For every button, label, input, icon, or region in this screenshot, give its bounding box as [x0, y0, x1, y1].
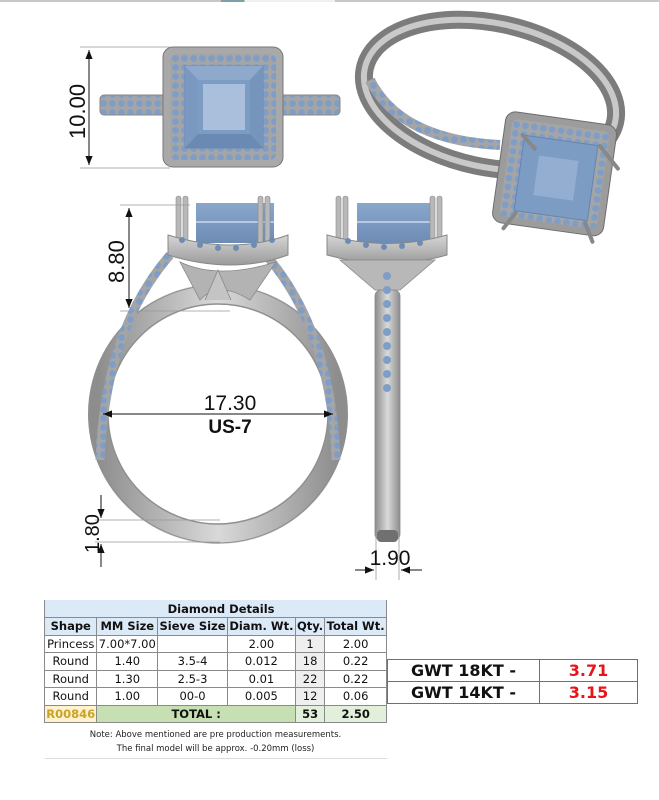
ring-size-label: US-7 [208, 417, 251, 438]
dimension-shank-width: 1.90 [355, 535, 422, 580]
table-row: Round 1.30 2.5-3 0.01 22 0.22 [43, 669, 387, 688]
cell-mm-size: 7.00*7.00 [96, 634, 159, 653]
gwt-row-18kt: GWT 18KT - 3.71 [387, 659, 638, 682]
dimension-inner-diameter: 17.30 US-7 [103, 392, 333, 438]
table-total-row: R00846 TOTAL : 53 2.50 [43, 704, 387, 723]
dim-1-90: 1.90 [370, 547, 411, 570]
cell-diam-wt: 0.012 [226, 652, 296, 671]
cell-diam-wt: 0.005 [226, 687, 296, 706]
header-qty: Qty. [294, 617, 326, 636]
table-row: Round 1.40 3.5-4 0.012 18 0.22 [43, 652, 387, 671]
dim-17-30: 17.30 [204, 392, 257, 415]
top-border-accent [221, 0, 244, 2]
cell-diam-wt: 0.01 [226, 669, 296, 688]
cell-total-wt: 0.22 [324, 669, 387, 688]
cell-total-wt: 0.22 [324, 652, 387, 671]
note-line-1: Note: Above mentioned are pre production… [89, 729, 342, 740]
gwt-18kt-label: GWT 18KT - [387, 659, 540, 682]
cell-qty: 22 [294, 669, 326, 688]
cell-shape: Round [43, 652, 98, 671]
header-sieve-size: Sieve Size [157, 617, 228, 636]
cell-total-wt: 0.06 [324, 687, 387, 706]
profile-view [326, 195, 448, 542]
cell-shape: Round [43, 669, 98, 688]
table-header-row: Shape MM Size Sieve Size Diam. Wt. Qty. … [43, 617, 387, 636]
cell-sieve-size: 00-0 [157, 687, 228, 706]
cell-qty: 18 [294, 652, 326, 671]
cell-sieve-size: 2.5-3 [157, 669, 228, 688]
total-label: TOTAL : [96, 704, 296, 723]
top-border-light [245, 0, 335, 2]
ring-technical-drawing: 10.00 [65, 10, 626, 580]
dim-8-80: 8.80 [104, 240, 129, 283]
dim-1-80: 1.80 [82, 514, 104, 553]
gwt-row-14kt: GWT 14KT - 3.15 [387, 681, 638, 704]
cell-shape: Princess [43, 634, 98, 653]
perspective-view [354, 10, 626, 244]
dimension-height-top: 10.00 [65, 46, 170, 169]
cell-total-wt: 2.00 [324, 634, 387, 653]
dimension-height-side: 8.80 [104, 204, 230, 312]
table-note-row: Note: Above mentioned are pre production… [44, 722, 387, 759]
cell-shape: Round [43, 687, 98, 706]
gwt-18kt-value: 3.71 [539, 659, 638, 682]
cell-diam-wt: 2.00 [226, 634, 296, 653]
gold-weight-table: GWT 18KT - 3.71 GWT 14KT - 3.15 [387, 659, 638, 704]
total-qty: 53 [294, 704, 326, 723]
production-note: Note: Above mentioned are pre production… [44, 722, 387, 759]
table-title-row: Diamond Details [43, 600, 387, 618]
dim-10-00: 10.00 [65, 84, 90, 139]
diamond-details-table: Diamond Details Shape MM Size Sieve Size… [43, 600, 387, 759]
cell-qty: 12 [294, 687, 326, 706]
dimension-shank-thickness: 1.80 [82, 495, 220, 567]
product-sku: R00846 [43, 704, 98, 723]
header-mm-size: MM Size [96, 617, 159, 636]
total-weight: 2.50 [324, 704, 387, 723]
cell-mm-size: 1.40 [96, 652, 159, 671]
cell-qty: 1 [294, 634, 326, 653]
header-total-wt: Total Wt. [324, 617, 387, 636]
top-view [99, 46, 341, 168]
table-row: Round 1.00 00-0 0.005 12 0.06 [43, 687, 387, 706]
cell-mm-size: 1.00 [96, 687, 159, 706]
header-shape: Shape [43, 617, 98, 636]
cell-mm-size: 1.30 [96, 669, 159, 688]
top-border-strip [0, 0, 659, 2]
note-line-2: The final model will be approx. -0.20mm … [116, 743, 315, 754]
header-diam-wt: Diam. Wt. [226, 617, 296, 636]
table-title: Diamond Details [157, 600, 387, 618]
cell-sieve-size [157, 634, 228, 653]
gwt-14kt-label: GWT 14KT - [387, 681, 540, 704]
cell-sieve-size: 3.5-4 [157, 652, 228, 671]
gwt-14kt-value: 3.15 [539, 681, 638, 704]
table-row: Princess 7.00*7.00 2.00 1 2.00 [43, 634, 387, 653]
